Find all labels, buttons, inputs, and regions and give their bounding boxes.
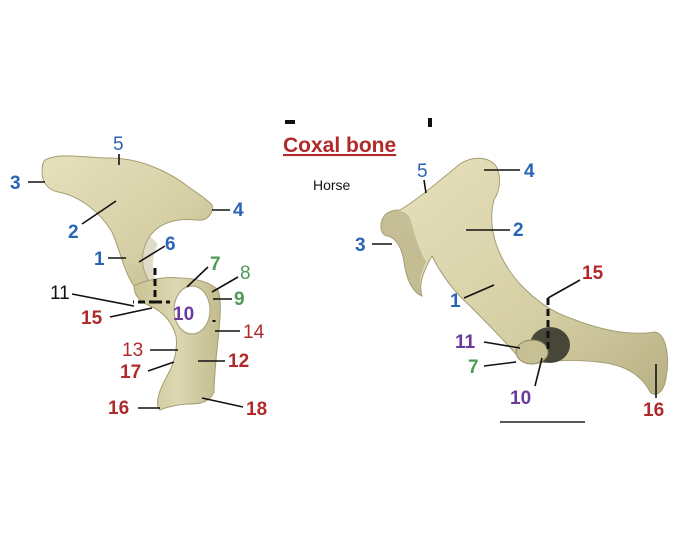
- label-13: 13: [122, 340, 143, 361]
- left-obturator-foramen: [173, 285, 211, 335]
- label-3: 3: [355, 235, 366, 256]
- label-7: 7: [210, 254, 221, 275]
- label-2: 2: [513, 220, 524, 241]
- label-6: 6: [165, 234, 176, 255]
- label-1: 1: [450, 291, 461, 312]
- label-1: 1: [94, 249, 105, 270]
- leader-line: [138, 245, 166, 263]
- heading-fragment: [285, 120, 295, 124]
- leader-line: [423, 179, 427, 194]
- leader-line: [211, 276, 239, 293]
- label-4: 4: [233, 200, 244, 221]
- left-coxal-bone-image: [41, 155, 221, 411]
- leader-line: [483, 341, 521, 349]
- label-16: 16: [643, 400, 664, 421]
- species-label: Horse: [313, 177, 351, 193]
- left-labels: 5 3 4 2 6 1 7 8 9 11 15 10 14 13 12 17 1…: [10, 134, 267, 420]
- label-15: 15: [81, 308, 103, 329]
- label-10: 10: [510, 388, 531, 409]
- left-bone-shading: [142, 236, 160, 290]
- label-10: 10: [173, 304, 194, 325]
- leader-line: [463, 284, 495, 299]
- right-bone-shading: [380, 210, 426, 296]
- leader-line: [534, 357, 543, 387]
- caption-fragment: [500, 421, 585, 423]
- label-14: 14: [243, 322, 265, 343]
- leader-line: [71, 293, 135, 307]
- label-3: 3: [10, 173, 21, 194]
- right-coxal-bone-image: [380, 157, 669, 395]
- page-title: Coxal bone: [283, 134, 396, 157]
- leader-line: [483, 361, 517, 367]
- leader-line: [201, 397, 244, 408]
- label-12: 12: [228, 351, 249, 372]
- leader-line: [81, 200, 117, 225]
- label-16: 16: [108, 398, 129, 419]
- label-5: 5: [113, 134, 124, 155]
- left-bone-ilium: [41, 155, 213, 301]
- leader-line: [147, 361, 175, 372]
- right-acetabulum-rim: [515, 339, 549, 365]
- label-8: 8: [240, 263, 251, 284]
- label-4: 4: [524, 161, 535, 182]
- right-labels: 5 4 2 3 15 1 11 7 10 16: [355, 161, 664, 421]
- right-leader-lines: [372, 169, 657, 398]
- label-7: 7: [468, 357, 479, 378]
- label-18: 18: [246, 399, 267, 420]
- leader-line: [547, 279, 581, 299]
- leader-line: [109, 307, 153, 318]
- left-leader-lines: [28, 154, 244, 409]
- label-11: 11: [50, 283, 70, 304]
- heading-fragment: [428, 118, 432, 127]
- label-11: 11: [455, 332, 476, 353]
- label-2: 2: [68, 222, 79, 243]
- label-9: 9: [234, 289, 245, 310]
- leader-line: [186, 266, 209, 288]
- label-15: 15: [582, 263, 604, 284]
- label-17: 17: [120, 362, 141, 383]
- label-5: 5: [417, 161, 428, 182]
